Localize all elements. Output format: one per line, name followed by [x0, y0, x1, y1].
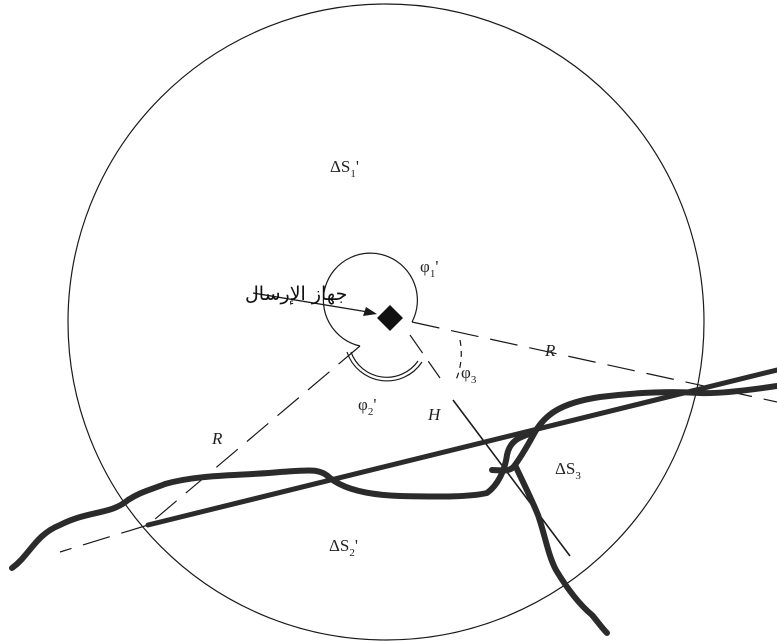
region-label-s2: ΔS2' — [329, 536, 358, 559]
height-label: H — [427, 405, 442, 424]
angle-label-phi2: φ2' — [358, 395, 376, 418]
coverage-circle — [67, 3, 705, 641]
radius-line-left-ext — [59, 524, 149, 553]
region-label-s3: ΔS3 — [555, 459, 581, 482]
radius-line-left — [147, 345, 361, 526]
perpendicular-line — [452, 399, 571, 557]
radius-line-right — [411, 321, 777, 403]
angle-arc-phi1 — [322, 252, 418, 347]
winding-road-branch — [489, 429, 610, 636]
transmitter-pointer — [252, 292, 369, 313]
angle-label-phi1: φ1' — [420, 257, 438, 280]
transmitter-icon — [377, 305, 403, 331]
pointer-arrowhead — [363, 307, 377, 316]
height-line — [409, 334, 441, 379]
angle-arc-phi3 — [455, 339, 462, 381]
angle-arc-phi2 — [346, 351, 423, 382]
angle-arc-phi2-inner — [350, 351, 419, 378]
radius-label-left: R — [211, 429, 223, 448]
radius-label-right: R — [544, 341, 556, 360]
region-label-s1: ΔS1' — [330, 157, 359, 180]
winding-road-main — [9, 383, 777, 571]
angle-label-phi3: φ3 — [461, 363, 477, 386]
straight-road — [145, 367, 777, 528]
transmitter-label: جهاز الإرسال — [245, 283, 347, 305]
